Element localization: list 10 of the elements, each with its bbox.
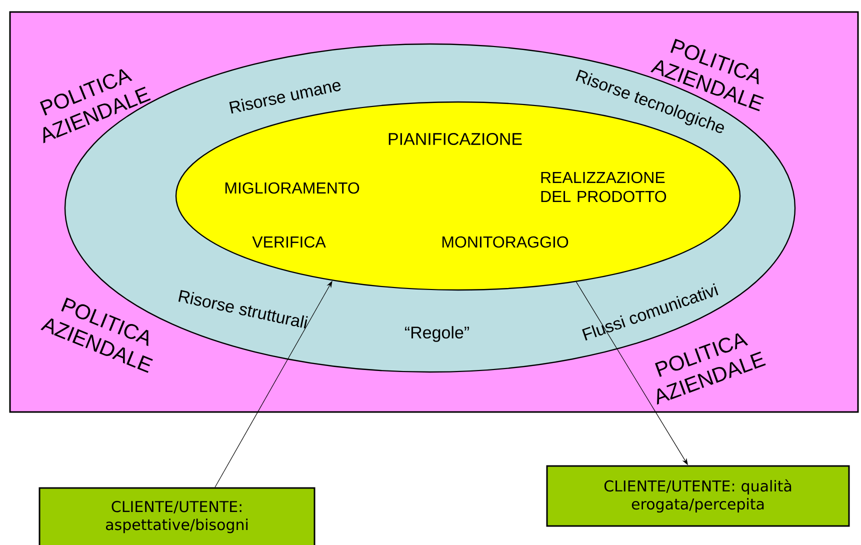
process-label: MIGLIORAMENTO <box>225 182 360 194</box>
resource-label: “Regole” <box>405 326 469 342</box>
client-box: CLIENTE/UTENTE: aspettative/bisogni <box>38 487 316 545</box>
process-label: PIANIFICAZIONE <box>388 132 522 146</box>
process-label: VERIFICA <box>252 236 326 248</box>
client-box: CLIENTE/UTENTE: qualità erogata/percepita <box>546 465 850 527</box>
resource-label: Risorse umane <box>229 82 341 114</box>
process-label: MONITORAGGIO <box>442 236 568 248</box>
resource-label: Risorse strutturali <box>178 290 308 328</box>
process-label: REALIZZAZIONE DEL PRODOTTO <box>541 172 666 202</box>
